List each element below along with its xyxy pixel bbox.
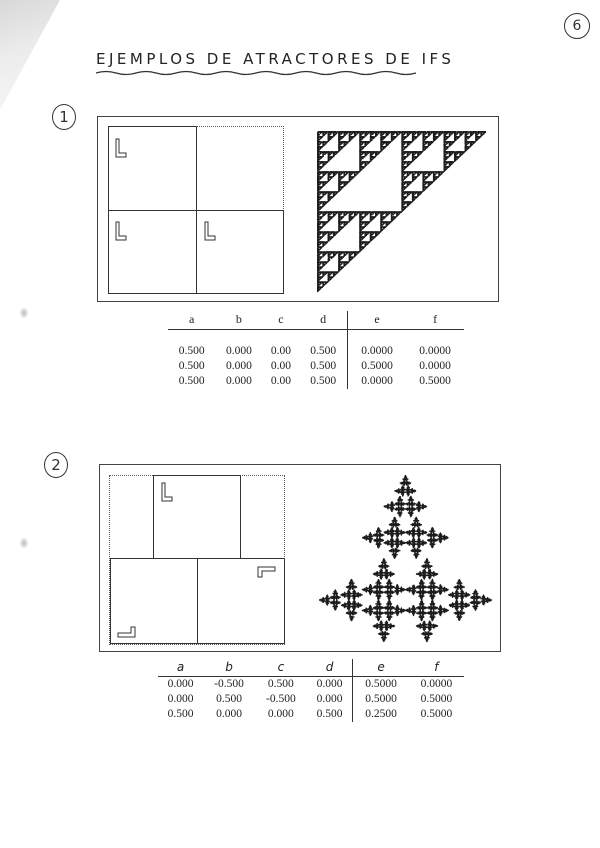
column-header: c	[263, 311, 300, 330]
hole-punch-mark	[20, 308, 28, 318]
l-shape-icon	[161, 482, 173, 502]
table-cell: 0.00	[263, 359, 300, 374]
table-header-row: a b c d e f	[168, 311, 464, 330]
transform-diagram	[109, 475, 285, 645]
example-2-figure-frame	[99, 464, 501, 652]
table-cell: 0.5000	[409, 692, 464, 707]
table-cell: 0.0000	[347, 344, 406, 359]
table-row: 0.500 0.000 0.00 0.500 0.0000 0.0000	[168, 344, 464, 359]
table-cell: 0.000	[215, 374, 262, 389]
example-2-coefficient-table: a b c d e f 0.000 -0.500 0.500 0.000 0.5…	[158, 659, 464, 722]
table-cell: 0.0000	[406, 344, 464, 359]
table-cell: 0.2500	[353, 707, 409, 722]
attractor-point-cloud	[317, 131, 486, 292]
table-cell: 0.500	[168, 374, 215, 389]
table-cell: 0.00	[263, 344, 300, 359]
table-row: 0.000 -0.500 0.500 0.000 0.5000 0.0000	[158, 677, 464, 693]
table-cell: -0.500	[203, 677, 255, 693]
table-cell: 0.0000	[347, 374, 406, 389]
table-cell: 0.000	[203, 707, 255, 722]
attractor-points	[317, 131, 486, 292]
column-header: b	[203, 659, 255, 677]
table-cell: 0.000	[307, 692, 353, 707]
table-cell: 0.5000	[347, 359, 406, 374]
column-header: f	[406, 311, 464, 330]
table-cell: 0.000	[255, 707, 307, 722]
table-row: 0.000 0.500 -0.500 0.000 0.5000 0.5000	[158, 692, 464, 707]
column-header: a	[158, 659, 203, 677]
column-header: f	[409, 659, 464, 677]
l-shape-icon	[204, 221, 216, 241]
title-underline	[94, 69, 424, 77]
column-header: b	[215, 311, 262, 330]
example-1-figure-frame	[97, 116, 499, 302]
cross-dendrite-attractor	[313, 469, 497, 647]
hole-punch-mark	[20, 538, 28, 548]
example-number: 1	[52, 104, 76, 130]
column-header: a	[168, 311, 215, 330]
l-shape-rotated-icon	[117, 626, 137, 638]
table-cell: 0.5000	[353, 677, 409, 693]
table-cell: 0.000	[215, 359, 262, 374]
table-cell: 0.5000	[353, 692, 409, 707]
column-header: e	[347, 311, 406, 330]
table-cell: 0.000	[158, 677, 203, 693]
quadrant-top-right	[196, 126, 284, 211]
table-cell: 0.0000	[406, 359, 464, 374]
table-cell: 0.500	[203, 692, 255, 707]
table-cell: 0.5000	[406, 374, 464, 389]
table-header-row: a b c d e f	[158, 659, 464, 677]
table-cell: 0.00	[263, 374, 300, 389]
attractor-point-cloud	[319, 475, 492, 642]
table-cell: 0.000	[215, 344, 262, 359]
page-number: 6	[564, 13, 590, 39]
table-cell: 0.500	[299, 374, 347, 389]
table-cell: 0.0000	[409, 677, 464, 693]
table-cell: 0.500	[307, 707, 353, 722]
table-cell: 0.5000	[409, 707, 464, 722]
transform-diagram	[108, 126, 284, 294]
l-shape-icon	[115, 138, 127, 158]
sierpinski-triangle-attractor	[311, 125, 491, 297]
page-corner-fold	[0, 0, 60, 110]
table-cell: 0.000	[307, 677, 353, 693]
table-cell: 0.500	[168, 344, 215, 359]
column-header: d	[307, 659, 353, 677]
column-header: c	[255, 659, 307, 677]
attractor-points	[319, 475, 492, 642]
l-shape-icon	[115, 221, 127, 241]
l-shape-rotated-icon	[257, 566, 277, 578]
table-cell: 0.500	[158, 707, 203, 722]
table-row: 0.500 0.000 0.00 0.500 0.0000 0.5000	[168, 374, 464, 389]
column-header: d	[299, 311, 347, 330]
example-1-coefficient-table: a b c d e f 0.500 0.000 0.00 0.500 0.000…	[168, 311, 464, 389]
column-header: e	[353, 659, 409, 677]
table-cell: 0.500	[255, 677, 307, 693]
table-row: 0.500 0.000 0.00 0.500 0.5000 0.0000	[168, 359, 464, 374]
table-cell: -0.500	[255, 692, 307, 707]
table-cell: 0.500	[299, 344, 347, 359]
table-cell: 0.500	[168, 359, 215, 374]
table-row: 0.500 0.000 0.000 0.500 0.2500 0.5000	[158, 707, 464, 722]
table-cell: 0.500	[299, 359, 347, 374]
table-cell: 0.000	[158, 692, 203, 707]
page-title: EJEMPLOS DE ATRACTORES DE IFS	[96, 50, 454, 68]
example-number: 2	[44, 452, 68, 478]
